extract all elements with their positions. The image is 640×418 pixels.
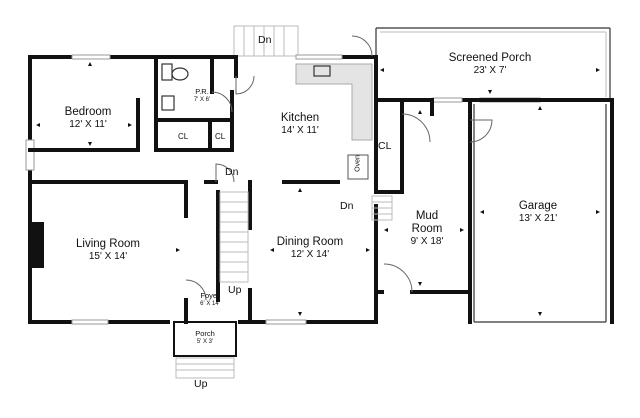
room-dims: 12' X 11' — [69, 119, 107, 131]
room-dims: 9' X 18' — [410, 236, 444, 248]
bedroom-walls — [28, 55, 234, 152]
room-name: Dining Room — [276, 236, 344, 248]
powder-room-fixtures — [161, 63, 189, 111]
closet-label-1: CL — [178, 132, 189, 141]
room-label-living-room: Living Room 15' X 14' — [58, 238, 158, 263]
doors — [185, 35, 493, 301]
room-label-screened-porch: Screened Porch 23' X 7' — [400, 52, 580, 77]
room-label-kitchen: Kitchen 14' X 11' — [260, 112, 340, 137]
front-porch — [173, 321, 237, 379]
room-label-bedroom: Bedroom 12' X 11' — [48, 106, 128, 131]
room-dims: 5' X 3' — [196, 338, 214, 345]
stair-down-label-mud: Dn — [340, 200, 354, 212]
room-name: Garage — [518, 200, 558, 212]
room-dims: 14' X 11' — [281, 125, 319, 137]
stair-up-label-foyer: Up — [228, 284, 242, 296]
room-name-line1: Mud — [415, 210, 439, 222]
room-dims: 12' X 14' — [290, 249, 330, 261]
room-name: Bedroom — [64, 106, 112, 118]
room-label-porch: Porch 5' X 3' — [188, 329, 222, 346]
fireplace — [30, 222, 44, 268]
garage-walls — [468, 98, 614, 324]
windows — [25, 54, 541, 325]
stair-up-label-porch: Up — [194, 378, 208, 390]
closet-label-3: CL — [378, 140, 392, 152]
room-name: Kitchen — [280, 112, 320, 124]
closet-label-2: CL — [215, 132, 226, 141]
room-label-dining-room: Dining Room 12' X 14' — [264, 236, 356, 261]
room-dims: 6' X 14' — [200, 300, 220, 307]
room-label-garage: Garage 13' X 21' — [500, 200, 576, 225]
room-name: Foyer — [200, 291, 220, 300]
tick-marks — [36, 62, 600, 316]
foyer-stairs — [219, 191, 249, 283]
room-dims: 23' X 7' — [473, 65, 507, 77]
room-label-foyer: Foyer 6' X 14' — [192, 291, 228, 308]
room-name: Porch — [195, 329, 215, 338]
room-name-line2: Room — [411, 223, 443, 236]
room-name: P.R. — [195, 87, 209, 96]
room-name: Screened Porch — [448, 52, 532, 64]
oven-label: Oven — [354, 155, 362, 172]
kitchen-counters — [295, 63, 373, 180]
stair-down-label-foyer: Dn — [225, 166, 239, 178]
kitchen-top-stair — [233, 25, 299, 57]
room-label-powder-room: P.R. 7' X 6' — [186, 87, 218, 104]
mud-room-walls — [371, 98, 472, 324]
room-dims: 13' X 21' — [518, 213, 558, 225]
stair-down-label-top: Dn — [258, 34, 272, 46]
room-dims: 15' X 14' — [88, 251, 128, 263]
room-label-mud-room: Mud Room 9' X 18' — [402, 210, 452, 248]
room-dims: 7' X 6' — [193, 96, 211, 103]
fireplace-label: FP — [38, 240, 46, 249]
interior-walls — [28, 180, 340, 324]
room-name: Living Room — [76, 238, 140, 250]
